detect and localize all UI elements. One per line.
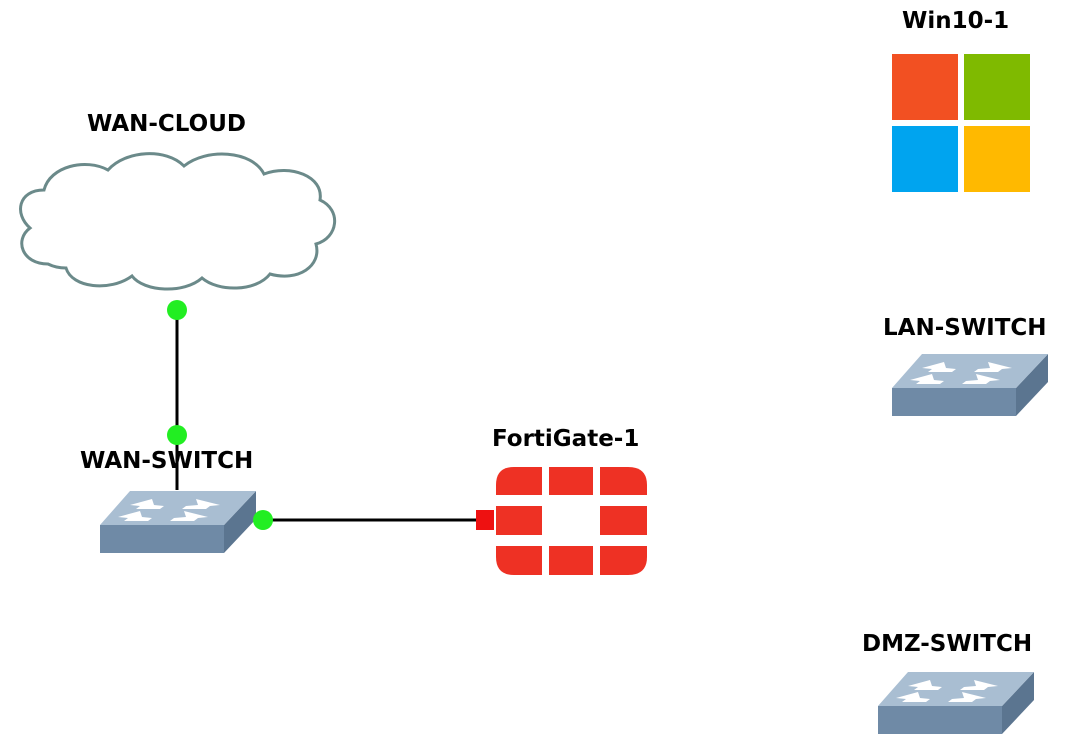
dmz-switch-label: DMZ-SWITCH: [862, 631, 1033, 657]
lan-switch-label: LAN-SWITCH: [883, 315, 1047, 341]
port-status-wan-switch-top: [167, 425, 187, 445]
wan-cloud-node[interactable]: [8, 140, 343, 295]
wan-switch-node[interactable]: [100, 487, 256, 553]
dmz-switch-node[interactable]: [878, 668, 1034, 734]
wan-cloud-label: WAN-CLOUD: [87, 111, 246, 137]
win10-label: Win10-1: [902, 8, 1010, 34]
win10-node[interactable]: [892, 54, 1032, 194]
lan-switch-node[interactable]: [892, 350, 1048, 416]
windows-logo-icon: [892, 54, 1030, 192]
wan-switch-label: WAN-SWITCH: [80, 448, 254, 474]
switch-icon: [878, 672, 1034, 734]
fortinet-firewall-icon: [496, 467, 647, 575]
switch-icon: [892, 354, 1048, 416]
fortigate-node[interactable]: [494, 465, 649, 577]
switch-icon: [100, 491, 256, 553]
port-status-fortigate: [476, 510, 494, 530]
port-status-wan-cloud: [167, 300, 187, 320]
cloud-icon: [19, 152, 337, 291]
port-status-wan-switch-right: [253, 510, 273, 530]
fortigate-label: FortiGate-1: [492, 426, 640, 452]
